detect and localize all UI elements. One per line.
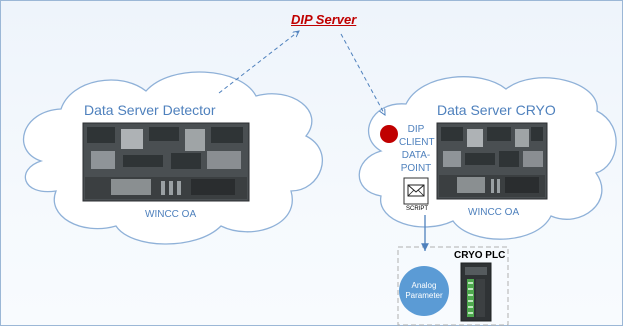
dip-client-dot [380, 125, 398, 143]
analog-line: Parameter [405, 291, 443, 300]
analog-parameter-circle [399, 266, 449, 316]
script-label: SCRIPT [406, 206, 429, 212]
cryo-plc-label: CRYO PLC [454, 250, 506, 261]
cloud-cryo-subtitle: WINCC OA [468, 207, 520, 218]
arrow-dip-to-cryo [340, 33, 385, 115]
cloud-cryo-title: Data Server CRYO [437, 102, 556, 118]
dip-client-line: POINT [400, 163, 432, 174]
cloud-detector-subtitle: WINCC OA [145, 209, 197, 220]
dip-server-label: DIP Server [291, 12, 357, 27]
plc-module-icon [460, 262, 492, 322]
analog-line: Analog [411, 281, 437, 290]
analog-parameter-label: Analog Parameter [401, 281, 447, 301]
plc-group-box [397, 246, 509, 326]
dip-client-datapoint-label: DIP CLIENT DATA- POINT [399, 123, 435, 175]
dip-client-line: DATA- [401, 150, 431, 161]
wincc-screen-detector [82, 122, 250, 202]
envelope-icon [403, 177, 429, 205]
dip-client-line: CLIENT [399, 137, 435, 148]
wincc-screen-cryo [436, 122, 548, 200]
cloud-detector-title: Data Server Detector [84, 102, 216, 118]
arrow-detector-to-dip [218, 31, 299, 94]
dip-client-line: DIP [407, 124, 425, 135]
